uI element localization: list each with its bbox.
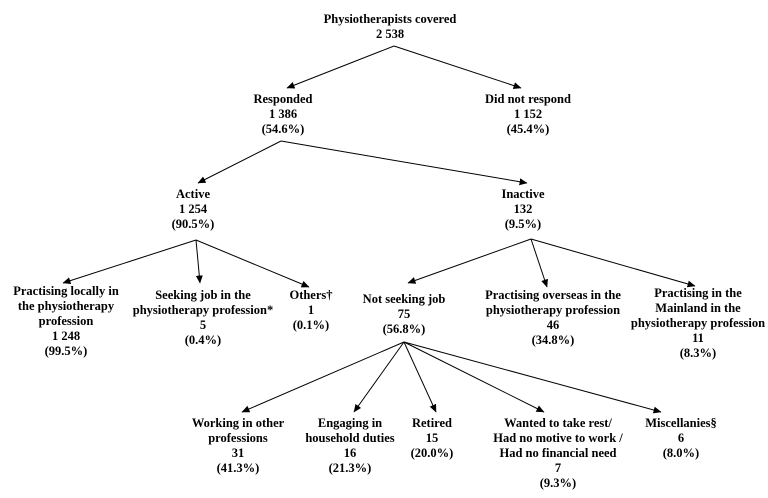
node-value: 1 386 xyxy=(268,107,298,121)
node-percentage: (8.0%) xyxy=(662,446,700,460)
node-value: 1 152 xyxy=(513,107,543,121)
node-value: 1 254 xyxy=(178,202,208,216)
node-responded: Responded 1 386 (54.6%) xyxy=(213,92,353,137)
node-value: 7 xyxy=(554,461,562,475)
node-label: Responded xyxy=(253,92,313,106)
node-label: Did not respond xyxy=(485,92,571,106)
node-label: Working in other professions xyxy=(191,416,285,445)
node-percentage: (0.1%) xyxy=(292,318,330,332)
node-value: 46 xyxy=(546,318,560,332)
node-label: Others† xyxy=(289,288,333,302)
node-working-other-professions: Working in other professions 31 (41.3%) xyxy=(178,416,298,476)
node-label: Wanted to take rest/ Had no motive to wo… xyxy=(493,416,623,460)
node-root: Physiotherapists covered 2 538 xyxy=(290,12,490,42)
node-label: Practising overseas in the physiotherapy… xyxy=(485,288,621,317)
node-percentage: (54.6%) xyxy=(261,122,305,136)
node-value: 15 xyxy=(425,431,439,445)
node-percentage: (9.5%) xyxy=(504,217,542,231)
node-label: Physiotherapists covered xyxy=(323,12,457,26)
node-percentage: (45.4%) xyxy=(506,122,550,136)
node-value: 132 xyxy=(513,202,533,216)
node-percentage: (41.3%) xyxy=(216,461,260,475)
node-miscellanies: Miscellanies§ 6 (8.0%) xyxy=(626,416,736,461)
node-active: Active 1 254 (90.5%) xyxy=(143,187,243,232)
node-percentage: (8.3%) xyxy=(679,346,717,360)
node-value: 31 xyxy=(231,446,245,460)
node-percentage: (90.5%) xyxy=(171,217,215,231)
node-value: 75 xyxy=(397,307,411,321)
node-percentage: (56.8%) xyxy=(382,322,426,336)
node-did-not-respond: Did not respond 1 152 (45.4%) xyxy=(453,92,603,137)
node-not-seeking-job: Not seeking job 75 (56.8%) xyxy=(344,292,464,337)
node-wanted-rest: Wanted to take rest/ Had no motive to wo… xyxy=(473,416,643,491)
node-practising-locally: Practising locally in the physiotherapy … xyxy=(0,284,132,359)
node-percentage: (99.5%) xyxy=(44,344,88,358)
node-practising-mainland: Practising in the Mainland in the physio… xyxy=(628,286,768,361)
node-value: 16 xyxy=(343,446,357,460)
node-label: Inactive xyxy=(501,187,545,201)
node-value: 2 538 xyxy=(375,27,405,41)
node-value: 1 xyxy=(307,303,315,317)
node-label: Practising locally in the physiotherapy … xyxy=(13,284,119,328)
node-percentage: (20.0%) xyxy=(410,446,454,460)
node-label: Practising in the Mainland in the physio… xyxy=(630,286,766,330)
node-retired: Retired 15 (20.0%) xyxy=(392,416,472,461)
node-value: 5 xyxy=(199,318,207,332)
node-value: 11 xyxy=(692,331,704,345)
node-label: Miscellanies§ xyxy=(645,416,717,430)
node-label: Seeking job in the physiotherapy profess… xyxy=(132,288,274,317)
node-percentage: (34.8%) xyxy=(531,333,575,347)
node-seeking-job: Seeking job in the physiotherapy profess… xyxy=(118,288,288,348)
node-value: 6 xyxy=(677,431,685,445)
node-others: Others† 1 (0.1%) xyxy=(271,288,351,333)
node-practising-overseas: Practising overseas in the physiotherapy… xyxy=(468,288,638,348)
node-label: Not seeking job xyxy=(362,292,446,306)
node-value: 1 248 xyxy=(51,329,81,343)
node-percentage: (0.4%) xyxy=(184,333,222,347)
node-percentage: (21.3%) xyxy=(328,461,372,475)
node-inactive: Inactive 132 (9.5%) xyxy=(473,187,573,232)
node-label: Retired xyxy=(411,416,453,430)
node-percentage: (9.3%) xyxy=(539,476,577,490)
node-label: Active xyxy=(175,187,210,201)
node-label: Engaging in household duties xyxy=(305,416,395,445)
node-household-duties: Engaging in household duties 16 (21.3%) xyxy=(290,416,410,476)
